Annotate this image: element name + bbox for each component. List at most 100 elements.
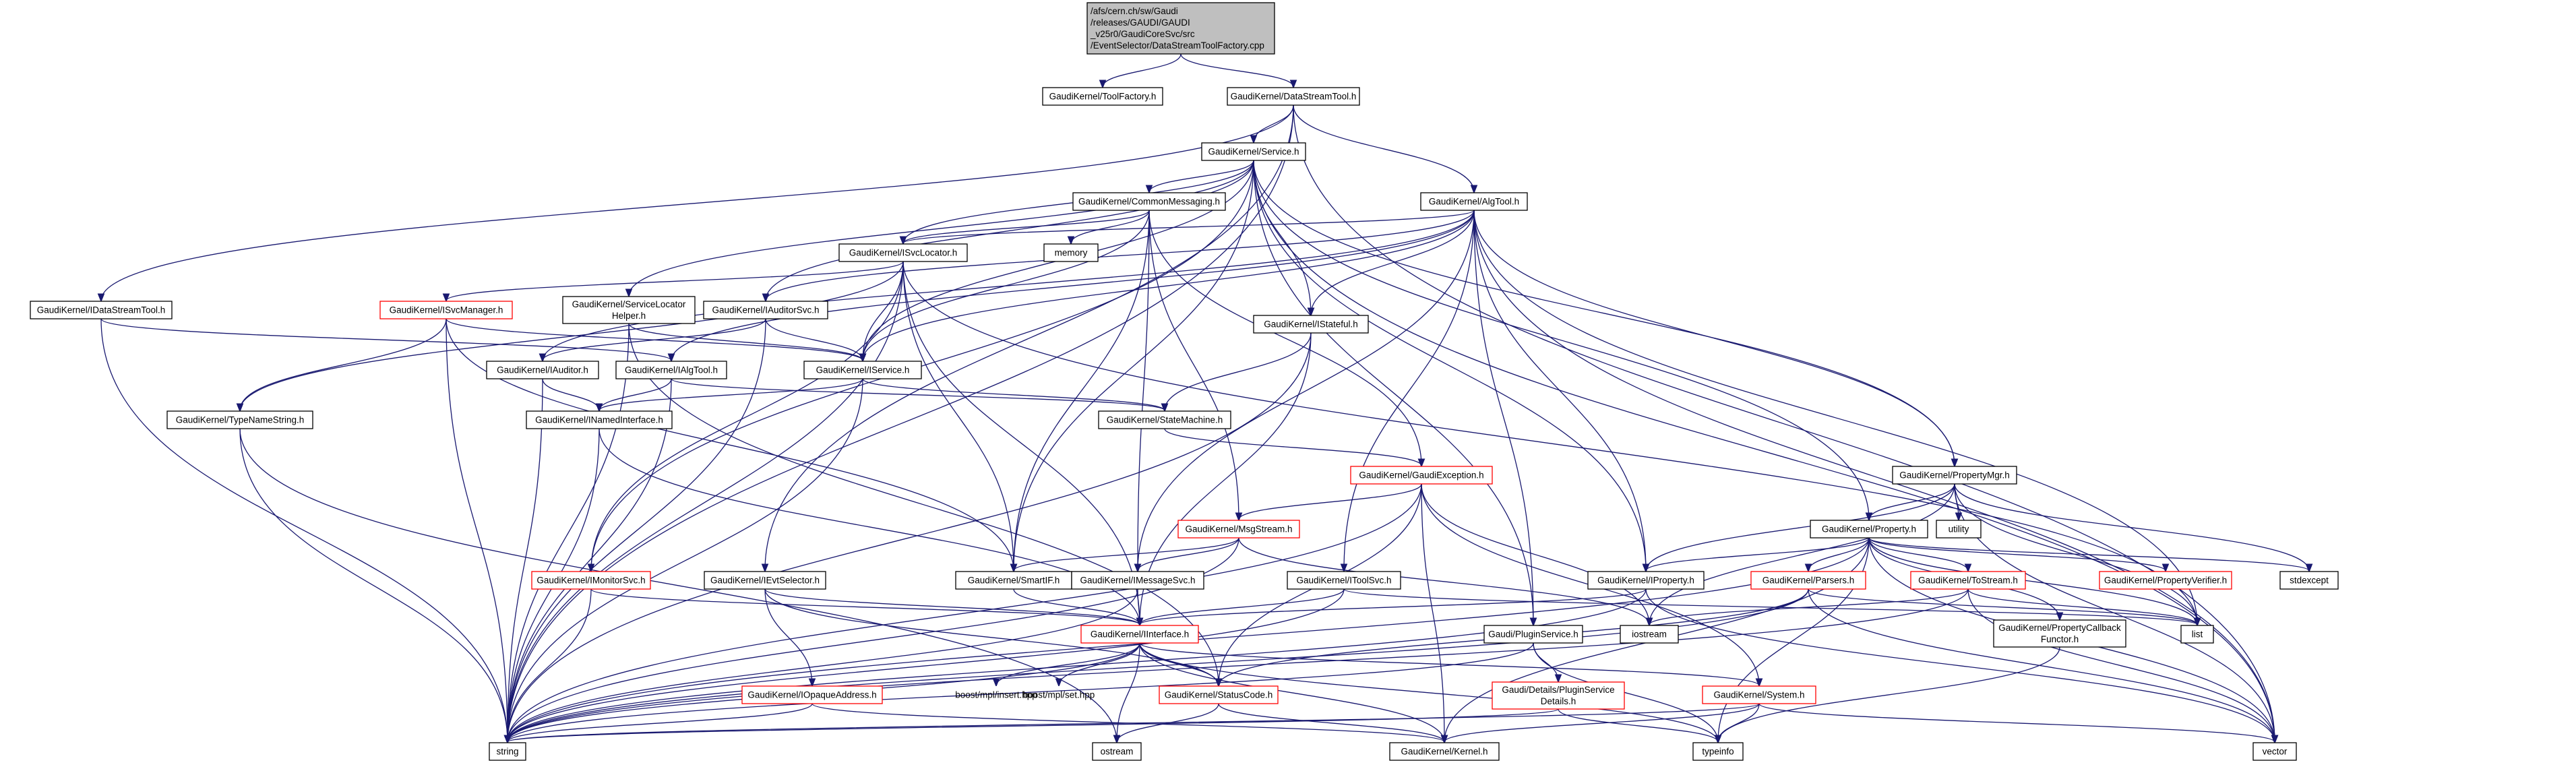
node-box-itoolsvc [1287, 571, 1401, 590]
node-box-imessagesvc [1071, 571, 1204, 590]
node-propertymgr[interactable]: GaudiKernel/PropertyMgr.h [1892, 466, 2017, 485]
node-itoolsvc[interactable]: GaudiKernel/IToolSvc.h [1287, 571, 1401, 590]
node-toolfactory[interactable]: GaudiKernel/ToolFactory.h [1042, 87, 1163, 106]
node-box-propertymgr [1892, 466, 2017, 485]
node-iopaqueaddress[interactable]: GaudiKernel/IOpaqueAddress.h [741, 685, 883, 704]
node-box-iauditorsvc [703, 301, 828, 319]
node-inamedinterface[interactable]: GaudiKernel/INamedInterface.h [526, 410, 673, 429]
edge-pluginservicedetails-to-string [508, 708, 1559, 742]
node-list[interactable]: list [2180, 625, 2214, 644]
node-isvclocator[interactable]: GaudiKernel/ISvcLocator.h [838, 243, 968, 262]
edge-gaudiexception-to-string [508, 483, 1422, 742]
edge-algtool-to-vector [1473, 210, 2275, 742]
node-stdexcept[interactable]: stdexcept [2279, 571, 2339, 590]
node-iservice[interactable]: GaudiKernel/IService.h [803, 361, 922, 379]
node-tostream[interactable]: GaudiKernel/ToStream.h [1910, 571, 2026, 590]
node-label: GaudiKernel/Service.h [1208, 147, 1299, 157]
node-label: boost/mpl/set.hpp [1023, 690, 1095, 700]
node-service[interactable]: GaudiKernel/Service.h [1201, 142, 1306, 161]
node-box-iinterface [1080, 625, 1199, 644]
edge-isvclocator-to-list [902, 261, 2197, 625]
edge-property-to-propertyverifier [1868, 537, 2166, 571]
node-iauditor[interactable]: GaudiKernel/IAuditor.h [486, 361, 599, 379]
node-smartif[interactable]: GaudiKernel/SmartIF.h [955, 571, 1072, 590]
node-statemachine[interactable]: GaudiKernel/StateMachine.h [1098, 410, 1231, 429]
edge-tostream-to-vector [1967, 588, 2275, 742]
node-iproperty[interactable]: GaudiKernel/IProperty.h [1587, 571, 1705, 590]
edge-ievtselector-to-iinterface [764, 588, 1140, 625]
node-msgstream[interactable]: GaudiKernel/MsgStream.h [1177, 520, 1300, 539]
edge-ialgtool-to-string [508, 378, 672, 742]
node-box-iservice [803, 361, 922, 379]
edge-msgstream-to-smartif [1014, 537, 1239, 571]
node-boostset[interactable]: boost/mpl/set.hpp [1023, 690, 1095, 700]
node-label: GaudiKernel/GaudiException.h [1359, 470, 1483, 481]
node-boostinsert[interactable]: boost/mpl/insert.hpp [955, 690, 1037, 700]
node-parsers[interactable]: GaudiKernel/Parsers.h [1750, 571, 1866, 590]
node-kernel[interactable]: GaudiKernel/Kernel.h [1389, 742, 1500, 761]
node-imonitorsvc[interactable]: GaudiKernel/IMonitorSvc.h [531, 571, 651, 590]
edge-service-to-iauditorsvc [766, 160, 1254, 301]
node-typenamestring[interactable]: GaudiKernel/TypeNameString.h [166, 410, 313, 429]
node-vector[interactable]: vector [2252, 742, 2297, 761]
edge-commonmessaging-to-isvclocator [903, 210, 1150, 243]
node-label: iostream [1632, 629, 1667, 640]
edge-pluginservice-to-string [508, 642, 1534, 742]
node-system[interactable]: GaudiKernel/System.h [1702, 685, 1816, 704]
node-label: GaudiKernel/Parsers.h [1762, 576, 1855, 586]
edge-commonmessaging-to-msgstream [1148, 210, 1239, 520]
node-datastreamtool[interactable]: GaudiKernel/DataStreamTool.h [1227, 87, 1360, 106]
node-ostream[interactable]: ostream [1092, 742, 1142, 761]
node-root[interactable]: /afs/cern.ch/sw/Gaudi/releases/GAUDI/GAU… [1086, 2, 1275, 55]
edge-datastreamtool-to-string [508, 104, 1294, 742]
node-algtool[interactable]: GaudiKernel/AlgTool.h [1420, 192, 1528, 211]
edge-service-to-servicelocatorhelper [629, 160, 1254, 296]
node-box-iopaqueaddress [741, 685, 883, 704]
node-box-memory [1043, 243, 1099, 262]
node-label: GaudiKernel/IStateful.h [1264, 319, 1358, 330]
edge-property-to-tostream [1868, 537, 1968, 571]
node-istateful[interactable]: GaudiKernel/IStateful.h [1253, 315, 1369, 334]
edge-isvclocator-to-iinterface [902, 261, 1140, 625]
node-ievtselector[interactable]: GaudiKernel/IEvtSelector.h [704, 571, 826, 590]
node-label: GaudiKernel/StatusCode.h [1165, 690, 1273, 700]
node-box-ialgtool [615, 361, 727, 379]
edge-parsers-to-list [1808, 588, 2197, 625]
node-typeinfo[interactable]: typeinfo [1692, 742, 1744, 761]
node-label: GaudiKernel/IAuditor.h [497, 365, 588, 375]
node-box-propertyverifier [2099, 571, 2232, 590]
node-statuscode[interactable]: GaudiKernel/StatusCode.h [1159, 685, 1279, 704]
node-gaudiexception[interactable]: GaudiKernel/GaudiException.h [1350, 466, 1493, 485]
node-box-parsers [1750, 571, 1866, 590]
node-label: GaudiKernel/IToolSvc.h [1296, 576, 1391, 586]
node-label: stdexcept [2290, 576, 2329, 586]
edge-commonmessaging-to-gaudiexception [1148, 210, 1421, 466]
node-utility[interactable]: utility [1936, 520, 1982, 539]
node-commonmessaging[interactable]: GaudiKernel/CommonMessaging.h [1072, 192, 1226, 211]
edge-algtool-to-isvclocator [903, 210, 1475, 243]
edge-statemachine-to-gaudiexception [1164, 428, 1421, 466]
node-ialgtool[interactable]: GaudiKernel/IAlgTool.h [615, 361, 727, 379]
node-isvcmanager[interactable]: GaudiKernel/ISvcManager.h [379, 301, 513, 319]
node-box-algtool [1420, 192, 1528, 211]
node-iauditorsvc[interactable]: GaudiKernel/IAuditorSvc.h [703, 301, 828, 319]
node-label: GaudiKernel/IEvtSelector.h [710, 576, 820, 586]
node-idatastreamtool[interactable]: GaudiKernel/IDataStreamTool.h [30, 301, 173, 319]
node-label: vector [2263, 747, 2288, 757]
edge-statuscode-to-kernel [1218, 703, 1444, 742]
node-imessagesvc[interactable]: GaudiKernel/IMessageSvc.h [1071, 571, 1204, 590]
node-property[interactable]: GaudiKernel/Property.h [1810, 520, 1928, 539]
node-pluginservice[interactable]: Gaudi/PluginService.h [1483, 625, 1583, 644]
edge-algtool-to-ialgtool [671, 210, 1475, 361]
node-iostream[interactable]: iostream [1620, 625, 1679, 644]
node-memory[interactable]: memory [1043, 243, 1099, 262]
node-propertyverifier[interactable]: GaudiKernel/PropertyVerifier.h [2099, 571, 2232, 590]
node-box-system [1702, 685, 1816, 704]
edge-property-to-stdexcept [1868, 537, 2309, 571]
node-string[interactable]: string [489, 742, 526, 761]
node-label: Gaudi/Details/PluginService [1502, 685, 1614, 695]
node-iinterface[interactable]: GaudiKernel/IInterface.h [1080, 625, 1199, 644]
